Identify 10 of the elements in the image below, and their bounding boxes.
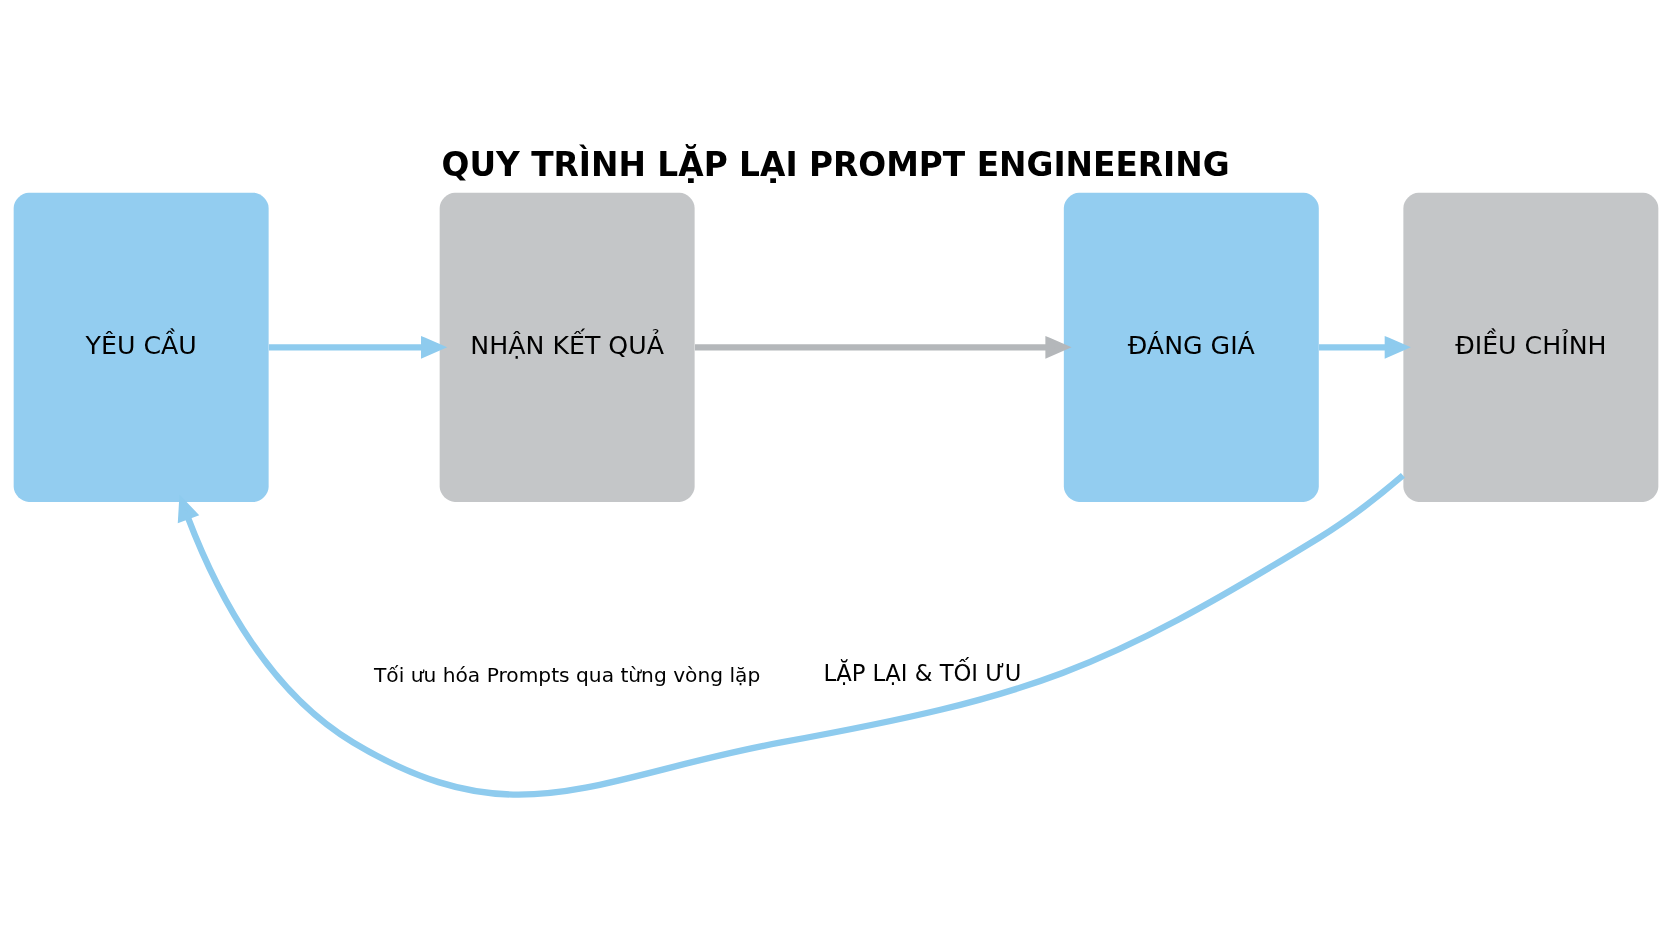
node-box: YÊU CẦU: [13, 192, 269, 502]
arrow: [268, 335, 448, 359]
node-box: NHẬN KẾT QUẢ: [439, 192, 695, 502]
diagram-title: QUY TRÌNH LẶP LẠI PROMPT ENGINEERING: [441, 146, 1230, 185]
arrow: [177, 473, 1405, 798]
arrow: [694, 335, 1072, 359]
arrow: [1319, 335, 1411, 359]
caption: Tối ưu hóa Prompts qua từng vòng lặp: [374, 662, 761, 687]
node-box: ĐÁNG GIÁ: [1063, 192, 1319, 502]
node-box: ĐIỀU CHỈNH: [1403, 192, 1659, 502]
